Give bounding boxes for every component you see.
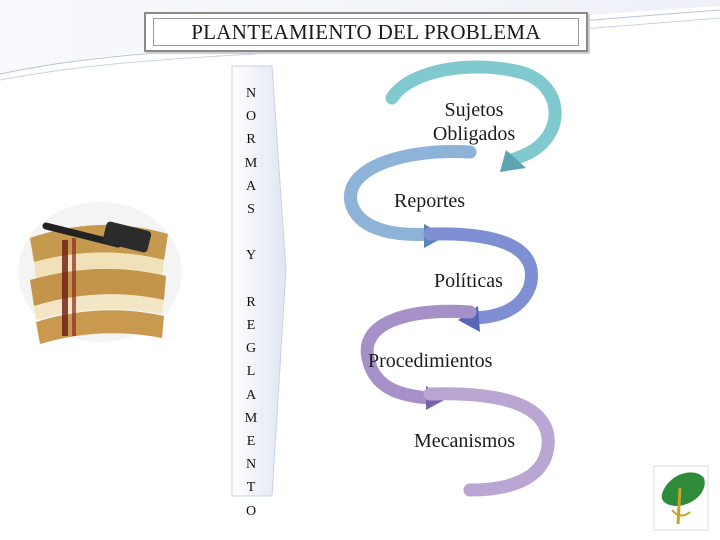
vertical-letter: M (244, 155, 258, 171)
arrow-procedimientos (360, 304, 477, 405)
page-title: PLANTEAMIENTO DEL PROBLEMA (153, 18, 579, 46)
vertical-letter: E (246, 434, 256, 450)
vertical-letter: R (246, 294, 256, 310)
step-label-procedimientos: Procedimientos (368, 350, 493, 372)
vertical-spacer (249, 221, 253, 244)
tree-logo-icon (653, 465, 709, 531)
vertical-letter: R (246, 132, 256, 148)
step-label-reportes: Reportes (394, 190, 466, 212)
vertical-letter: G (245, 341, 257, 357)
vertical-letter: M (244, 410, 258, 426)
vertical-spacer (249, 268, 253, 291)
arrow-politicas (423, 227, 538, 325)
vertical-letter: O (245, 109, 257, 125)
step-label-politicas: Políticas (434, 270, 503, 292)
books-gavel-image (18, 202, 182, 344)
process-arrows (344, 60, 562, 497)
vertical-letter: N (245, 86, 257, 101)
vertical-letter: T (246, 480, 256, 496)
vertical-letter: E (246, 318, 256, 334)
vertical-letter: A (245, 387, 257, 403)
vertical-letter: A (245, 178, 257, 194)
step-label-mecanismos: Mecanismos (414, 430, 516, 452)
vertical-letter: N (245, 457, 257, 473)
vertical-letter: Y (245, 248, 257, 264)
arrow-sujetos (385, 60, 562, 167)
vertical-banner (231, 65, 287, 497)
vertical-letter: S (247, 202, 255, 218)
vertical-letter: O (245, 503, 257, 519)
arrow-reportes (344, 145, 477, 241)
vertical-letter: L (246, 364, 256, 380)
step-label-sujetos-obligados: Sujetos Obligados (432, 99, 516, 145)
vertical-label: N O R M A S Y R E G L A M E N T O (236, 82, 266, 523)
title-box: PLANTEAMIENTO DEL PROBLEMA (144, 12, 588, 52)
arrow-mecanismos (423, 387, 555, 497)
